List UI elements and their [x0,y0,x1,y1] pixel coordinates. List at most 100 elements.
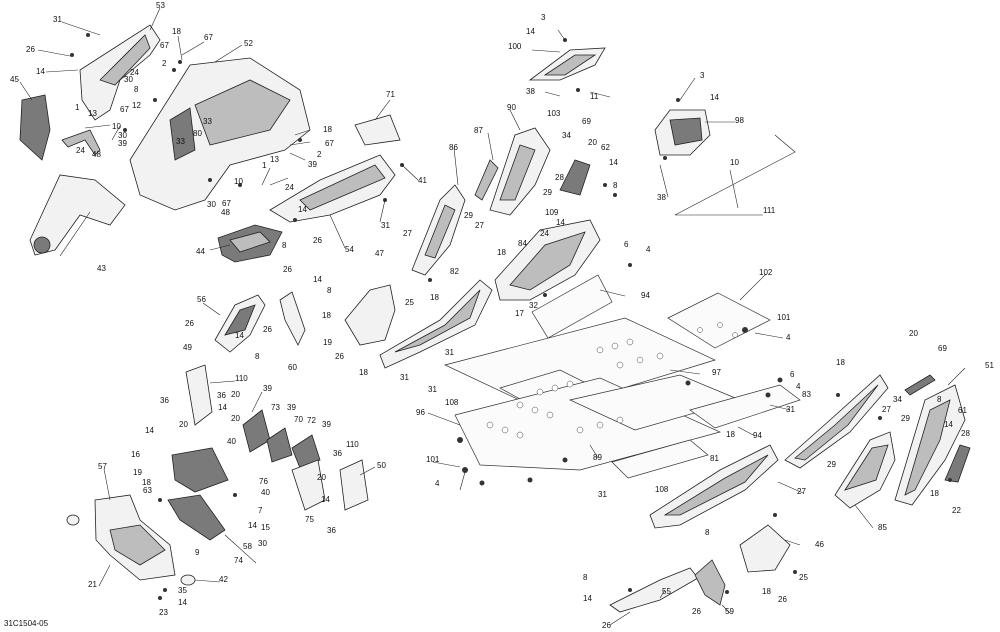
callout-label: 3 [700,71,705,80]
callout-label: 41 [418,176,427,185]
callout-label: 36 [160,396,169,405]
callout-label: 39 [263,384,272,393]
callout-label: 18 [359,368,368,377]
callout-label: 27 [797,487,806,496]
part-door-85-shade [844,444,889,491]
callout-label: 28 [961,429,970,438]
callout-label: 62 [601,143,610,152]
callout-label: 20 [317,473,326,482]
part-bracket-left [61,129,101,156]
callout-label: 30 [124,75,133,84]
callout-label: 12 [132,101,141,110]
callout-label: 45 [10,75,19,84]
callout-label: 74 [234,556,243,565]
callout-label: 4 [646,245,651,254]
callout-label: 39 [118,139,127,148]
callout-label: 14 [710,93,719,102]
callout-label: 67 [160,41,169,50]
callout-label: 70 [294,415,303,424]
callout-label: 8 [583,573,588,582]
callout-label: 4 [786,333,791,342]
callout-label: 19 [323,338,332,347]
callout-label: 25 [799,573,808,582]
callout-label: 30 [118,131,127,140]
callout-label: 72 [307,416,316,425]
callout-label: 14 [944,420,953,429]
callout-label: 14 [526,27,535,36]
callout-label: 8 [282,241,287,250]
part-hood-vent [194,79,291,146]
callout-label: 29 [543,188,552,197]
callout-label: 27 [403,229,412,238]
part-small-panel [354,114,401,146]
callout-label: 63 [143,486,152,495]
callout-label: 14 [178,598,187,607]
callout-label: 8 [327,286,332,295]
callout-label: 85 [878,523,887,532]
callout-label: 82 [450,267,459,276]
callout-label: 18 [930,489,939,498]
callout-label: 101 [777,313,791,322]
callout-label: 67 [120,105,129,114]
callout-label: 31 [381,221,390,230]
part-strip-87 [474,159,499,201]
part-door-51-shade [904,399,951,496]
callout-label: 11 [590,92,599,101]
callout-label: 27 [475,221,484,230]
callout-label: 50 [377,461,386,470]
callout-label: 60 [288,363,297,372]
callout-label: 102 [759,268,773,277]
callout-label: 24 [130,68,139,77]
callout-label: 18 [726,430,735,439]
callout-label: 53 [156,1,165,10]
callout-label: 40 [227,437,236,446]
callout-label: 26 [26,45,35,54]
callout-label: 6 [790,370,795,379]
part-plug-left [66,514,80,526]
callout-label: 8 [705,528,710,537]
callout-label: 14 [145,426,154,435]
callout-label: 61 [958,406,967,415]
callout-label: 14 [235,331,244,340]
callout-label: 103 [547,109,561,118]
callout-label: 14 [609,158,618,167]
callout-label: 24 [76,146,85,155]
callout-label: 16 [131,450,140,459]
callout-label: 14 [313,275,322,284]
callout-label: 81 [710,454,719,463]
part-floor-102 [667,292,771,349]
callout-label: 20 [231,390,240,399]
part-panel-50 [339,459,369,511]
callout-label: 29 [827,460,836,469]
callout-label: 42 [219,575,228,584]
callout-label: 36 [333,449,342,458]
callout-label: 6 [624,240,629,249]
part-floor-94-top [531,274,613,339]
part-floor-108 [611,439,709,479]
part-rocker-81-shade [663,454,769,516]
callout-label: 83 [802,390,811,399]
callout-label: 75 [305,515,314,524]
callout-label: 14 [583,594,592,603]
callout-label: 36 [327,526,336,535]
callout-label: 67 [222,199,231,208]
callout-label: 10 [112,122,121,131]
callout-label: 20 [231,414,240,423]
callout-label: 9 [195,548,200,557]
callout-label: 98 [735,116,744,125]
callout-label: 30 [207,200,216,209]
part-rear-panel-right-shade [669,117,703,146]
callout-label: 25 [405,298,414,307]
callout-label: 31 [53,15,62,24]
callout-label: 44 [196,247,205,256]
callout-label: 90 [507,103,516,112]
part-side-grille [19,94,51,161]
part-cowl-front-shade [99,34,151,86]
callout-label: 111 [763,206,776,215]
callout-label: 2 [162,59,167,68]
callout-label: 31 [786,405,795,414]
callout-label: 80 [193,129,202,138]
callout-label: 39 [322,420,331,429]
